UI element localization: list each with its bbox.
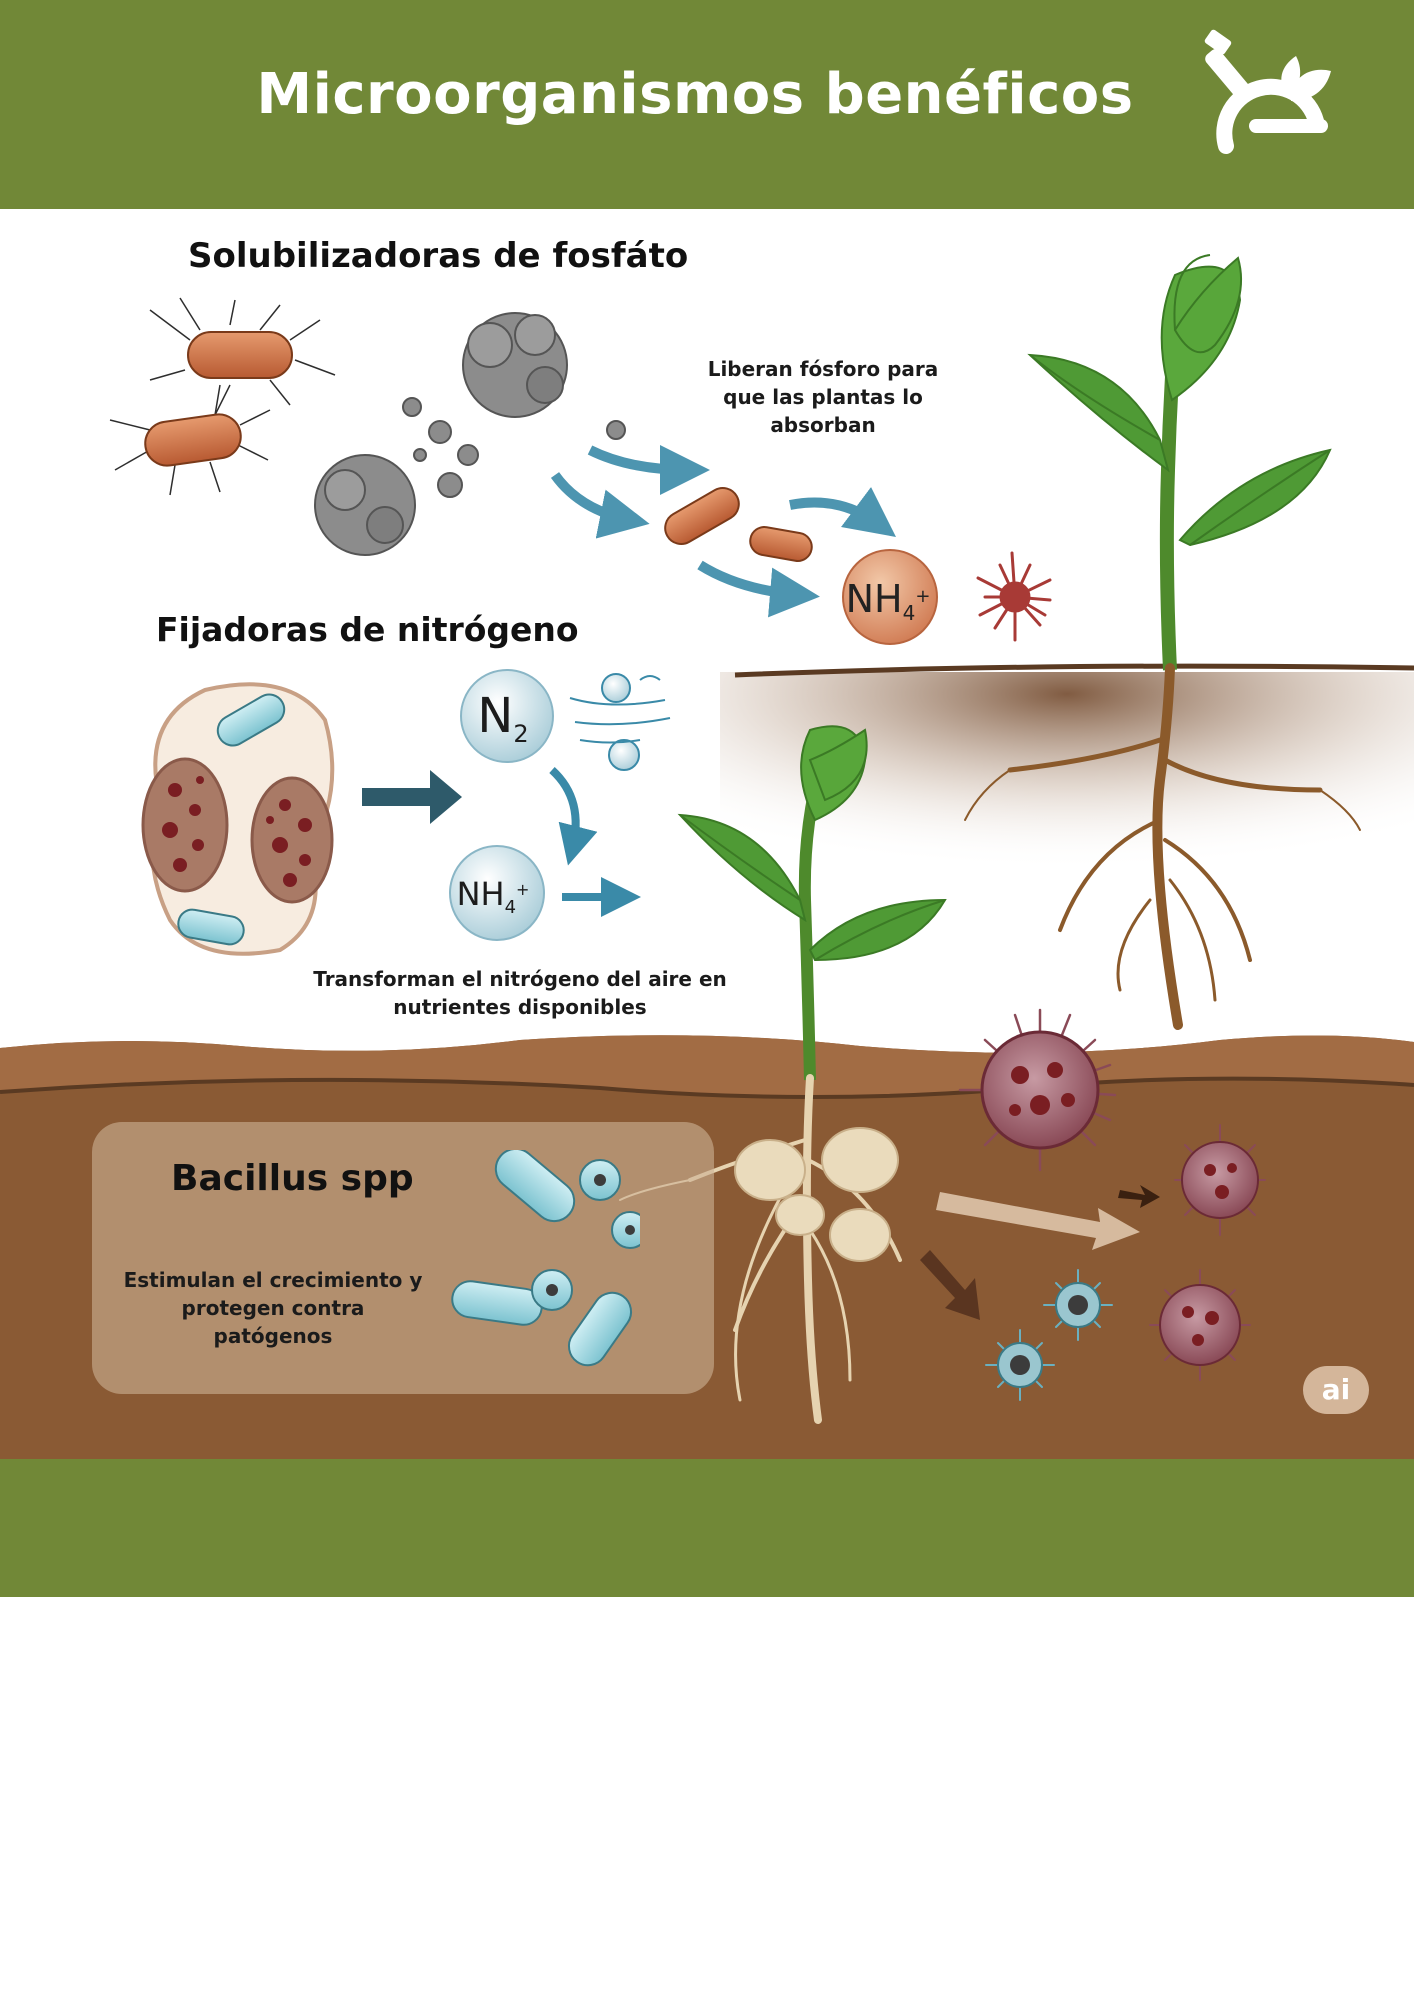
page-title: Microorganismos benéficos [256,62,1134,127]
pathogen-cluster [958,1008,1266,1401]
bacillus-cells [451,1150,640,1367]
n2-subscript: 2 [513,720,528,748]
large-plant [1027,254,1332,671]
header-banner: Microorganismos benéficos [0,0,1414,209]
phosphate-caption: Liberan fósforo para que las plantas lo … [688,355,958,439]
small-plant [677,725,947,1081]
nitrogen-nh4-superscript: + [516,880,529,899]
bacillus-caption: Estimulan el crecimiento y protegen cont… [118,1266,428,1350]
nitrogen-arrow [362,770,462,824]
phosphate-caption-line: Liberan fósforo para [707,357,939,381]
ai-watermark-text: ai [1321,1373,1351,1406]
nitrogen-nh4-ball: NH4+ [449,845,545,941]
footer-band [0,1459,1414,1597]
svg-text:NH4+: NH4+ [846,577,931,625]
large-plant-roots [964,663,1361,1030]
phosphate-bacteria [109,297,336,496]
nitrogen-nh4-subscript: 4 [505,897,516,918]
nitrogen-molecules [569,673,671,771]
phosphate-nh4-label: NH [846,577,903,621]
nitrogen-caption-line: Transforman el nitrógeno del aire en [313,967,727,991]
phosphate-nh4-ball: NH4+ [842,549,938,645]
nitrogen-caption-line: nutrientes disponibles [393,995,647,1019]
svg-text:N2: N2 [477,688,528,748]
bacillus-caption-line: patógenos [213,1324,333,1348]
phosphate-title: Solubilizadoras de fosfáto [188,236,689,276]
protection-arrows [920,1185,1160,1320]
nitrogen-nh4-label: NH [457,875,505,913]
microscope-leaf-logo-icon [1204,29,1331,154]
n2-to-nh4-arrow [549,767,641,917]
phosphate-arrows [550,444,897,618]
red-spiky-microbe [976,551,1052,642]
phosphate-rocks [314,312,626,556]
svg-text:NH4+: NH4+ [457,875,530,918]
phosphate-nh4-superscript: + [915,586,930,607]
phosphate-caption-line: absorban [770,413,876,437]
nitrogen-title: Fijadoras de nitrógeno [156,610,579,649]
ai-watermark-badge: ai [1303,1366,1369,1414]
bacillus-title: Bacillus spp [171,1158,414,1199]
nitrogen-nodule-cells [141,682,335,956]
bacillus-caption-line: Estimulan el crecimiento y [123,1268,423,1292]
n2-label: N [477,688,513,744]
phosphate-small-bacteria [664,487,813,562]
small-plant-roots [619,1074,902,1424]
bacillus-caption-line: protegen contra [181,1296,365,1320]
n2-ball: N2 [460,669,554,763]
phosphate-nh4-subscript: 4 [903,601,916,625]
nitrogen-caption: Transforman el nitrógeno del aire en nut… [300,965,740,1021]
phosphate-caption-line: que las plantas lo [723,385,923,409]
